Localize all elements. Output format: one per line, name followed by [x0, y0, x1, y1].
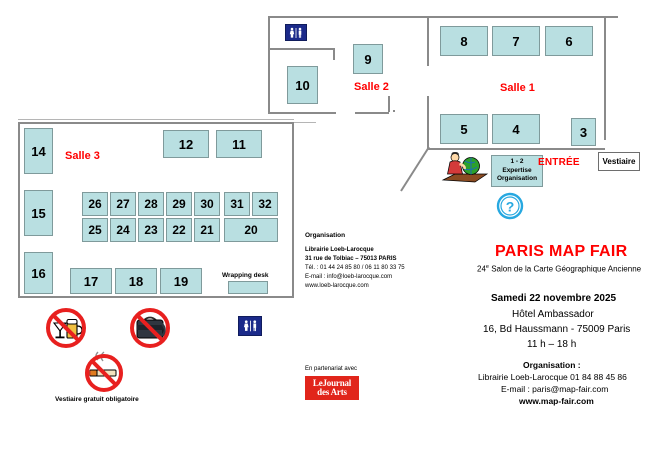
wall-salle3-right [292, 122, 294, 298]
restroom-figures-icon-2 [243, 320, 256, 332]
booth-4[interactable]: 4 [492, 114, 540, 144]
event-venue: Hôtel Ambassador [512, 309, 594, 320]
organisation-address: 31 rue de Tolbiac – 75013 PARIS [305, 256, 397, 262]
wall-salle3-bottom [18, 296, 294, 298]
organisation-email: E-mail : info@loeb-larocque.com [305, 274, 393, 280]
event-org-web[interactable]: www.map-fair.com [519, 396, 594, 406]
booth-7[interactable]: 7 [492, 26, 540, 56]
restroom-figures-icon [289, 27, 302, 38]
booth-8[interactable]: 8 [440, 26, 488, 56]
event-subtitle-rest: Salon de la Carte Géographique Ancienne [491, 264, 642, 274]
booth-9[interactable]: 9 [353, 44, 383, 74]
organisation-company: Librairie Loeb-Larocque [305, 247, 374, 253]
event-org-email: E-mail : paris@map-fair.com [501, 384, 609, 394]
event-date: Samedi 22 novembre 2025 [491, 293, 617, 304]
wall-top [268, 16, 618, 18]
booth-11[interactable]: 11 [216, 130, 262, 158]
event-subtitle-number: 24 [477, 264, 486, 274]
booth-15[interactable]: 15 [24, 190, 53, 236]
wall-entrance-diagonal [400, 146, 430, 192]
booth-16[interactable]: 16 [24, 252, 53, 294]
wrapping-desk-label: Wrapping desk [222, 272, 269, 279]
booth-19[interactable]: 19 [160, 268, 202, 294]
entrance-label: ENTRÉE [538, 157, 580, 168]
partner-intro: En partenariat avec [305, 366, 358, 372]
salle-1-label: Salle 1 [500, 82, 535, 94]
event-address: 16, Bd Haussmann - 75009 Paris [483, 324, 631, 335]
wall-salle3-top-shadow [18, 119, 294, 120]
booth-5[interactable]: 5 [440, 114, 488, 144]
wall-salle2-left [268, 16, 270, 112]
booth-32[interactable]: 32 [252, 192, 278, 216]
wall-salle1-bottom [427, 148, 605, 150]
svg-text:?: ? [506, 199, 515, 215]
booth-31[interactable]: 31 [224, 192, 250, 216]
event-org-heading: Organisation : [523, 360, 581, 370]
wall-wc-right [333, 48, 335, 60]
expertise-line-2: Organisation [496, 175, 538, 183]
wall-salle1-left-upper [427, 16, 429, 66]
information-icon[interactable]: ? [496, 192, 524, 220]
logo-line-2: des Arts [317, 387, 347, 397]
restroom-icon-salle3 [238, 316, 262, 336]
wall-salle2-bottom-right [355, 112, 389, 114]
organisation-block: Organisation Librairie Loeb-Larocque 31 … [305, 232, 405, 291]
event-subtitle: 24e Salon de la Carte Géographique Ancie… [477, 264, 641, 274]
booth-18[interactable]: 18 [115, 268, 157, 294]
wall-salle3-left [18, 122, 20, 298]
booth-14[interactable]: 14 [24, 128, 53, 174]
no-bags-icon [130, 308, 170, 348]
wall-salle3-right-ext [294, 122, 316, 123]
wall-salle2-stub [388, 96, 390, 112]
booth-30[interactable]: 30 [194, 192, 220, 216]
booth-17[interactable]: 17 [70, 268, 112, 294]
booth-25[interactable]: 25 [82, 218, 108, 242]
booth-29[interactable]: 29 [166, 192, 192, 216]
booth-27[interactable]: 27 [110, 192, 136, 216]
logo-line-1: LeJournal [312, 378, 352, 389]
booth-expertise-organisation[interactable]: 1 - 2 Expertise Organisation [491, 155, 543, 187]
cloakroom-box[interactable]: Vestiaire [598, 152, 640, 171]
booth-10[interactable]: 10 [287, 66, 318, 104]
event-hours: 11 h – 18 h [527, 339, 577, 350]
organisation-website[interactable]: www.loeb-larocque.com [305, 283, 369, 289]
wall-salle3-top [18, 122, 294, 124]
journal-des-arts-logo: LeJournal des Arts [305, 376, 359, 400]
no-smoking-icon [85, 351, 123, 392]
booth-12[interactable]: 12 [163, 130, 209, 158]
booth-22[interactable]: 22 [166, 218, 192, 242]
cloakroom-note: Vestiaire gratuit obligatoire [55, 396, 139, 403]
booth-21[interactable]: 21 [194, 218, 220, 242]
booth-23[interactable]: 23 [138, 218, 164, 242]
expertise-line-1: Expertise [502, 166, 532, 174]
restroom-icon [285, 24, 307, 41]
booth-26[interactable]: 26 [82, 192, 108, 216]
booth-28[interactable]: 28 [138, 192, 164, 216]
booth-20[interactable]: 20 [224, 218, 278, 242]
organisation-phone: Tél. : 01 44 24 85 80 / 06 11 80 33 75 [305, 265, 405, 271]
wall-wc-bottom [268, 48, 334, 50]
event-subtitle-ordinal: e [485, 264, 489, 270]
booth-24[interactable]: 24 [110, 218, 136, 242]
salle-2-label: Salle 2 [354, 81, 389, 93]
salle-3-label: Salle 3 [65, 150, 100, 162]
no-drinks-icon [46, 308, 86, 348]
event-org-line: Librairie Loeb-Larocque 01 84 88 45 86 [478, 372, 627, 382]
wall-salle2-bottom-left [268, 112, 336, 114]
wall-salle1-right [604, 16, 606, 140]
wrapping-desk-box[interactable] [228, 281, 268, 294]
expertise-number: 1 - 2 [510, 157, 524, 165]
event-title: PARIS MAP FAIR [495, 243, 628, 260]
wall-salle1-left-lower [427, 96, 429, 148]
expertise-clipart-icon [441, 152, 489, 183]
wall-corner-stub [393, 110, 395, 112]
booth-6[interactable]: 6 [545, 26, 593, 56]
organisation-heading: Organisation [305, 232, 346, 239]
booth-3[interactable]: 3 [571, 118, 596, 146]
